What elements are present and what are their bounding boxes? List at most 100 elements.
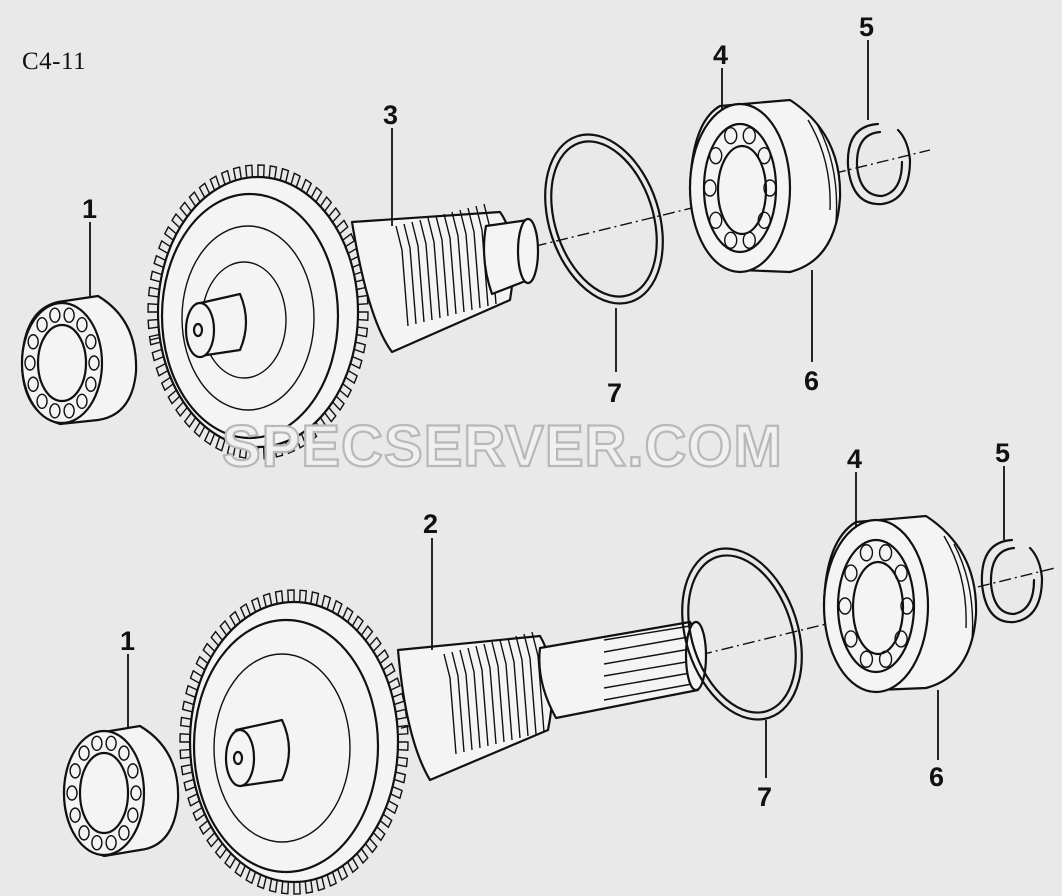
gear-tooth	[163, 225, 177, 241]
gear-tooth	[215, 436, 226, 452]
gear-tooth	[319, 195, 333, 212]
gear-tooth	[300, 178, 313, 195]
roller	[69, 807, 81, 823]
gear-tooth	[287, 589, 295, 603]
bearing-ball	[703, 179, 717, 197]
pinion-tooth-line	[427, 217, 441, 319]
gear-tooth	[335, 219, 349, 235]
pinion-tooth-line	[419, 219, 433, 321]
upper-callout-3: 3	[383, 100, 398, 130]
gear-tooth	[245, 868, 257, 885]
bearing-ball	[894, 630, 908, 648]
gear-tooth	[268, 878, 278, 893]
upper-small-snap-ring	[846, 122, 912, 206]
gear-tooth	[339, 383, 353, 399]
bearing-ball	[742, 231, 756, 250]
gear-tooth	[274, 590, 284, 604]
roller	[78, 825, 90, 841]
bearing-ball	[757, 211, 771, 230]
gear-tooth	[396, 756, 409, 768]
gear-tooth	[285, 439, 296, 455]
roller	[91, 835, 103, 851]
gear-tooth	[179, 201, 192, 217]
bearing-ball	[878, 650, 893, 668]
gear-tooth	[153, 254, 166, 269]
roller	[105, 835, 117, 851]
gear-tooth	[155, 363, 169, 377]
upper-callout-1: 1	[82, 194, 97, 224]
roller	[127, 763, 139, 779]
gear-tooth	[250, 596, 262, 613]
upper-pinion-teeth	[395, 203, 497, 327]
bearing-ball	[757, 146, 771, 165]
gear-tooth	[195, 655, 209, 671]
gear-tooth	[238, 444, 248, 459]
roller	[49, 403, 61, 419]
lower-callout-5: 5	[995, 438, 1010, 468]
upper-ball-bearing	[688, 98, 842, 274]
upper-bearing-balls	[703, 126, 777, 250]
gear-tooth	[295, 433, 307, 449]
lower-assembly: 1 2 4 5 6 7	[62, 438, 1056, 895]
roller	[24, 355, 36, 371]
pinion-tooth-line	[483, 643, 497, 745]
upper-large-ring	[544, 133, 664, 305]
pinion-tooth-line	[475, 645, 489, 747]
gear-tooth	[234, 861, 246, 878]
gear-tooth	[360, 625, 374, 641]
gear-tooth	[328, 206, 341, 223]
gear-tooth	[262, 592, 273, 608]
gear-tooth	[198, 182, 211, 199]
roller	[63, 403, 75, 419]
watermark-text: SPECSERVER.COM	[222, 414, 783, 479]
bearing-ball	[859, 544, 874, 562]
lower-roller-bearing	[62, 724, 180, 858]
bearing-ball	[742, 126, 756, 145]
gear-tooth	[224, 853, 237, 869]
pinion-tooth-line	[443, 653, 457, 755]
gear-tooth	[210, 630, 224, 647]
upper-callout-5: 5	[859, 12, 874, 42]
gear-tooth	[187, 793, 200, 807]
pinion-tooth-line	[451, 211, 465, 313]
gear-tooth	[326, 871, 338, 888]
lower-driven-gear	[179, 589, 409, 895]
lower-small-snap-ring	[980, 538, 1044, 624]
roller	[105, 735, 117, 751]
figure-code: C4-11	[22, 48, 87, 75]
gear-tooth	[290, 172, 301, 188]
gear-tooth	[147, 286, 160, 298]
roller	[91, 735, 103, 751]
gear-tooth	[256, 874, 267, 890]
bearing-ball	[844, 564, 858, 582]
gear-tooth	[160, 376, 174, 392]
roller	[118, 825, 130, 841]
roller	[118, 745, 130, 761]
gear-tooth	[148, 333, 161, 346]
pinion-tooth-line	[395, 225, 409, 327]
roller	[69, 763, 81, 779]
pinion-tooth-line	[459, 209, 473, 311]
gear-tooth	[279, 167, 290, 183]
gear-tooth	[385, 800, 399, 815]
upper-roller-bearing	[20, 294, 138, 426]
bearing-ball	[709, 211, 723, 230]
upper-callout-4: 4	[713, 40, 728, 70]
pinion-tooth-line	[523, 633, 537, 735]
gear-tooth	[376, 648, 390, 664]
gear-tooth	[219, 619, 232, 636]
gear-tooth	[180, 763, 193, 776]
gear-tooth	[353, 341, 367, 354]
roller	[63, 307, 75, 323]
gear-tooth	[232, 166, 242, 181]
lower-callout-6: 6	[929, 762, 944, 792]
bearing-ball	[838, 597, 852, 615]
upper-pinion-shaft	[350, 203, 540, 354]
gear-tooth	[321, 594, 332, 610]
gear-tooth	[304, 880, 314, 894]
gear-tooth	[226, 441, 237, 457]
lower-pinion-teeth	[443, 631, 545, 755]
gear-tooth	[315, 876, 326, 892]
